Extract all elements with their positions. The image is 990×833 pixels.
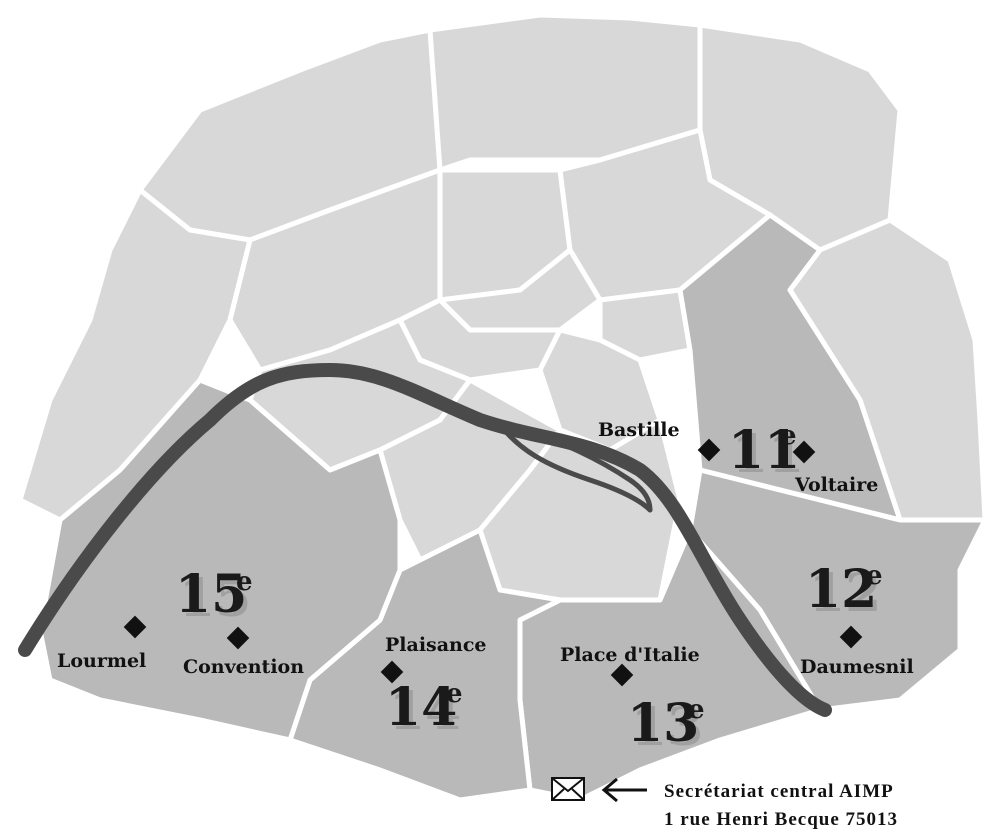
arr-14-number: 14 — [385, 677, 457, 738]
secretariat-line-1: Secrétariat central AIMP — [664, 781, 894, 802]
envelope-icon — [551, 777, 585, 801]
station-labels: Lourmel Convention Plaisance Place d'Ita… — [57, 419, 914, 678]
arr-12-number: 12 — [805, 559, 877, 620]
arr-11-number: 11 — [728, 420, 800, 481]
arr-12-suffix: e — [866, 561, 883, 591]
districts — [17, 12, 988, 803]
svg-text:14: 14 — [389, 681, 461, 742]
station-label-plaisance: Plaisance — [385, 634, 487, 656]
svg-text:13: 13 — [631, 697, 703, 758]
svg-text:15: 15 — [179, 568, 251, 629]
seine-river — [18, 363, 832, 717]
svg-text:11: 11 — [732, 424, 804, 485]
arr-14-suffix: e — [446, 679, 463, 709]
secretariat-line-2: 1 rue Henri Becque 75013 — [664, 809, 898, 830]
station-marker-bastille — [697, 438, 721, 462]
station-label-place-italie: Place d'Italie — [560, 644, 700, 666]
arrondissement-labels: 15 15 e 14 14 e 13 13 e 12 12 e 11 11 e — [175, 420, 883, 758]
district-15 — [37, 377, 403, 743]
arr-15-suffix: e — [236, 567, 253, 597]
svg-text:12: 12 — [809, 563, 881, 624]
station-label-daumesnil: Daumesnil — [800, 656, 914, 678]
station-marker-plaisance — [380, 660, 404, 684]
station-label-voltaire: Voltaire — [794, 474, 878, 496]
arr-11-suffix: e — [780, 421, 797, 451]
station-markers — [123, 438, 863, 687]
station-label-lourmel: Lourmel — [57, 650, 146, 672]
station-marker-daumesnil — [839, 625, 863, 649]
secretariat-block: Secrétariat central AIMP 1 rue Henri Bec… — [551, 777, 898, 830]
station-label-bastille: Bastille — [598, 419, 680, 441]
station-marker-voltaire — [792, 440, 816, 464]
arr-13-suffix: e — [688, 695, 705, 725]
arr-15-number: 15 — [175, 564, 247, 625]
station-label-convention: Convention — [183, 656, 304, 678]
arr-13-number: 13 — [627, 693, 699, 754]
station-marker-place-italie — [610, 663, 634, 687]
arrow-left-icon — [601, 777, 647, 803]
district-3 — [597, 287, 693, 363]
